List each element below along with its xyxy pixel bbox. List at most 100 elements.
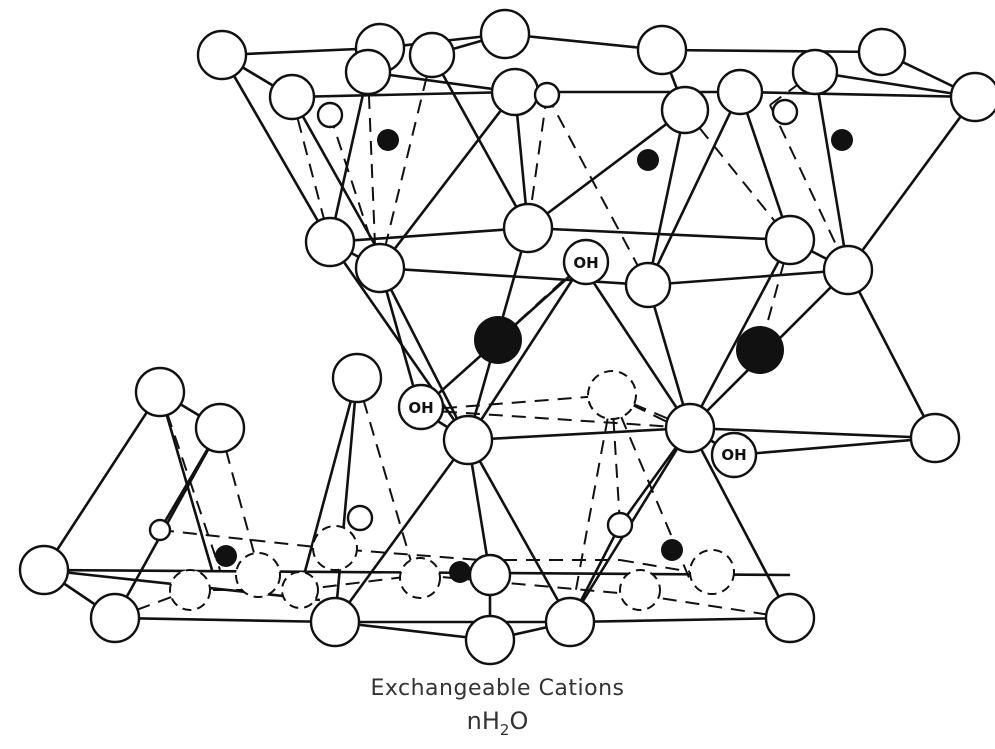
hidden-bond-line (299, 377, 358, 591)
bond-line (739, 90, 976, 99)
oxygen-atom (949, 71, 995, 123)
bond-line (580, 264, 692, 429)
oxygen-atom (716, 68, 764, 116)
oxygen-atom (304, 216, 356, 268)
oxygen-atom (468, 553, 512, 597)
oxygen-atom (148, 518, 172, 542)
hidden-bond-line (159, 529, 326, 549)
oxygen-atom (442, 414, 494, 466)
oxygen-atom (502, 202, 554, 254)
oxygen-atom (331, 352, 383, 404)
oxygen-atom (346, 504, 374, 532)
oxygen-atom (909, 412, 961, 464)
oxygen-atom (309, 596, 361, 648)
bond-line (647, 268, 849, 287)
oxygen-atom (344, 48, 392, 96)
hidden-bond-line (684, 109, 791, 241)
bond-line (220, 54, 332, 243)
oxygen-atom (764, 592, 816, 644)
hidden-bond-line (569, 394, 613, 623)
oxygen-atom (636, 24, 688, 76)
bond-line (367, 70, 516, 94)
atoms-layer (18, 8, 995, 666)
oxygen-atom (408, 31, 456, 79)
hidden-bond-line (769, 104, 849, 271)
hidden-oxygen-atom (587, 370, 637, 420)
oxygen-atom (194, 402, 246, 454)
bond-line (221, 46, 381, 57)
oxygen-atom (490, 67, 540, 117)
cation-atom (449, 561, 471, 583)
bond-line (846, 269, 937, 439)
cation-atom (736, 326, 784, 374)
oxygen-atom (316, 101, 344, 129)
bond-line (333, 439, 470, 623)
hidden-oxygen-atom (399, 557, 441, 599)
bond-line (661, 48, 883, 54)
hidden-bond-line (356, 377, 416, 576)
cation-atom (377, 129, 399, 151)
oxygen-atom (268, 73, 316, 121)
bond-line (814, 70, 976, 99)
hidden-oxygen-atom (312, 525, 358, 571)
oxygen-atom (791, 48, 839, 96)
oxygen-atom (464, 614, 516, 666)
hidden-oxygen-atom (281, 571, 319, 609)
oxygen-atom (89, 592, 141, 644)
oxygen-atom (764, 214, 816, 266)
bond-line (291, 90, 516, 99)
hidden-oxygen-atom (689, 549, 735, 595)
oxygen-atom (624, 261, 672, 309)
bond-line (813, 71, 850, 271)
oxygen-atom (660, 85, 710, 135)
bond-line (378, 91, 517, 269)
hydroxyl-label: OH (408, 399, 433, 417)
water-prefix: nH (466, 707, 500, 735)
bond-line (689, 426, 936, 440)
bond-line (42, 391, 162, 571)
bond-line (569, 616, 791, 624)
hidden-bond-line (379, 54, 433, 269)
water-suffix: O (509, 707, 529, 735)
cation-atom (831, 129, 853, 151)
hidden-bond-line (329, 114, 381, 269)
oxygen-atom (710, 431, 758, 479)
oxygen-atom (134, 366, 186, 418)
bond-line (688, 239, 792, 429)
hydroxyl-labels: OH OH OH (408, 254, 746, 464)
bond-line (527, 108, 686, 230)
bond-line (328, 71, 370, 243)
hidden-bond-line (219, 427, 261, 576)
bond-line (158, 391, 214, 571)
oxygen-atom (196, 29, 248, 81)
oxygen-atom (664, 402, 716, 454)
bond-line (467, 426, 691, 442)
oxygen-atom (354, 242, 406, 294)
bond-line (504, 32, 663, 52)
oxygen-atom (562, 238, 610, 286)
hydroxyl-label: OH (721, 446, 746, 464)
bond-line (328, 241, 470, 441)
cation-atom (637, 149, 659, 171)
oxygen-atom (822, 244, 874, 296)
hidden-oxygen-atom (169, 569, 211, 611)
exchangeable-cations-caption: Exchangeable Cations (370, 676, 625, 701)
hidden-bond-line (546, 94, 649, 286)
bond-line (688, 427, 792, 619)
bond-line (114, 616, 336, 624)
water-subscript: 2 (499, 720, 510, 739)
oxygen-atom (857, 27, 907, 77)
cation-atom (215, 545, 237, 567)
bond-line (290, 96, 377, 246)
hidden-bond-line (159, 391, 221, 571)
bond-line (466, 264, 584, 441)
bond-line (333, 377, 359, 623)
bond-line (738, 91, 792, 241)
hidden-oxygen-atom (619, 569, 661, 611)
oxygen-atom (606, 511, 634, 539)
bond-line (334, 620, 491, 642)
oxygen-atom (533, 81, 561, 109)
hydroxyl-label: OH (573, 254, 598, 272)
oxygen-atom (544, 596, 596, 648)
water-caption: nH2O (0, 707, 995, 739)
